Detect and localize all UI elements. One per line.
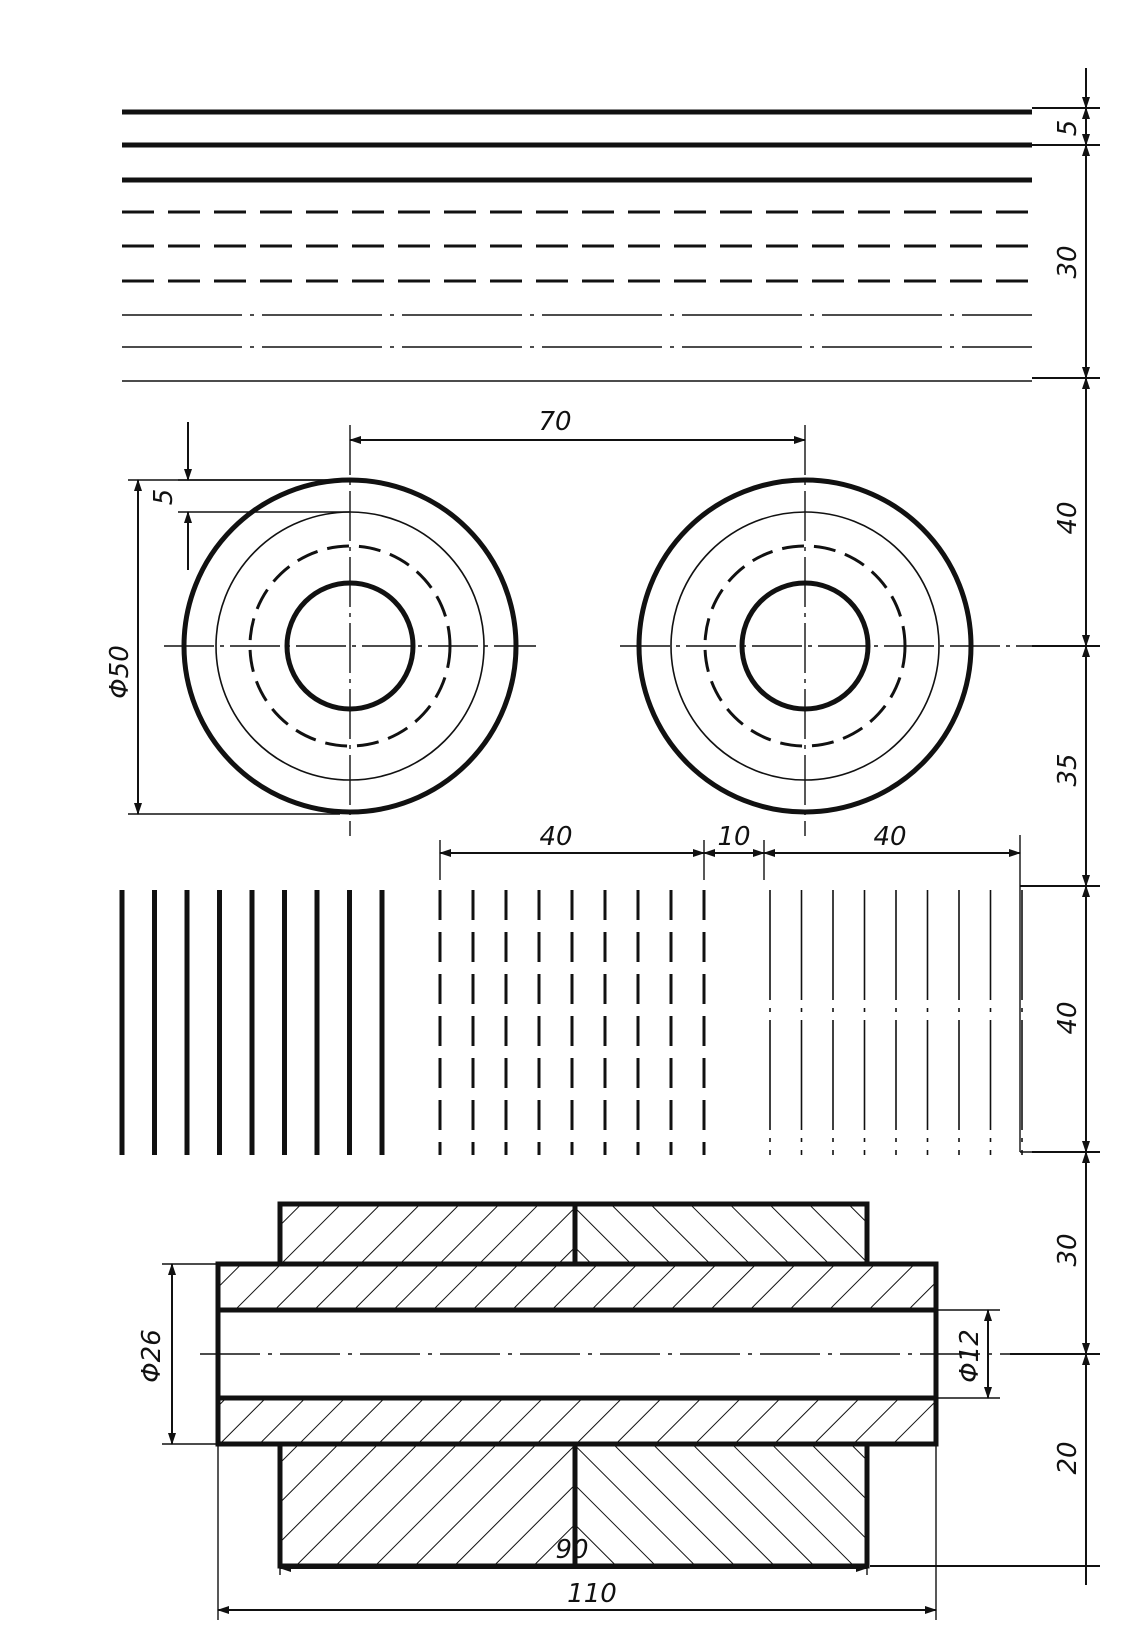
hub-bottom-left bbox=[277, 1441, 578, 1569]
dim-label-phi50: Φ50 bbox=[105, 645, 135, 699]
dim-label-30-bottom: 30 bbox=[1053, 1233, 1083, 1266]
dim-label-40b: 40 bbox=[873, 822, 906, 852]
right-dimension-chain bbox=[870, 68, 1100, 1585]
dim-label-35: 35 bbox=[1053, 753, 1083, 786]
dim-label-110: 110 bbox=[567, 1579, 617, 1609]
dim-label-phi12: Φ12 bbox=[955, 1329, 985, 1383]
hub-top-right bbox=[572, 1201, 870, 1267]
dim-label-ring-gap: 5 bbox=[149, 489, 179, 506]
vertical-line-groups bbox=[119, 890, 1023, 1155]
dim-label-30: 30 bbox=[1053, 245, 1083, 278]
dim-label-40a: 40 bbox=[539, 822, 572, 852]
dim-label-5: 5 bbox=[1053, 120, 1083, 137]
shaft-wall-bottom bbox=[215, 1395, 939, 1447]
right-dimension-labels: 5 30 40 35 40 30 20 bbox=[1053, 120, 1083, 1475]
section-dimensions bbox=[162, 1263, 1000, 1620]
dim-label-10: 10 bbox=[717, 822, 750, 852]
dim-label-90: 90 bbox=[555, 1535, 588, 1565]
hub-top-left bbox=[277, 1201, 578, 1267]
dim-label-phi26: Φ26 bbox=[137, 1329, 167, 1383]
shaft-wall-top bbox=[215, 1261, 939, 1313]
circle-view-right bbox=[620, 425, 1040, 836]
vertical-group-dimensions bbox=[439, 835, 1040, 1153]
dim-label-70: 70 bbox=[538, 407, 571, 437]
hub-bottom-right bbox=[572, 1441, 870, 1569]
circle-views bbox=[128, 422, 1040, 836]
dim-label-40-mid: 40 bbox=[1053, 1001, 1083, 1034]
dim-label-40-top: 40 bbox=[1053, 501, 1083, 534]
dim-label-20: 20 bbox=[1053, 1441, 1083, 1474]
circle-view-left bbox=[164, 425, 536, 836]
sectional-view bbox=[200, 1201, 1010, 1569]
line-type-samples bbox=[122, 109, 1032, 382]
